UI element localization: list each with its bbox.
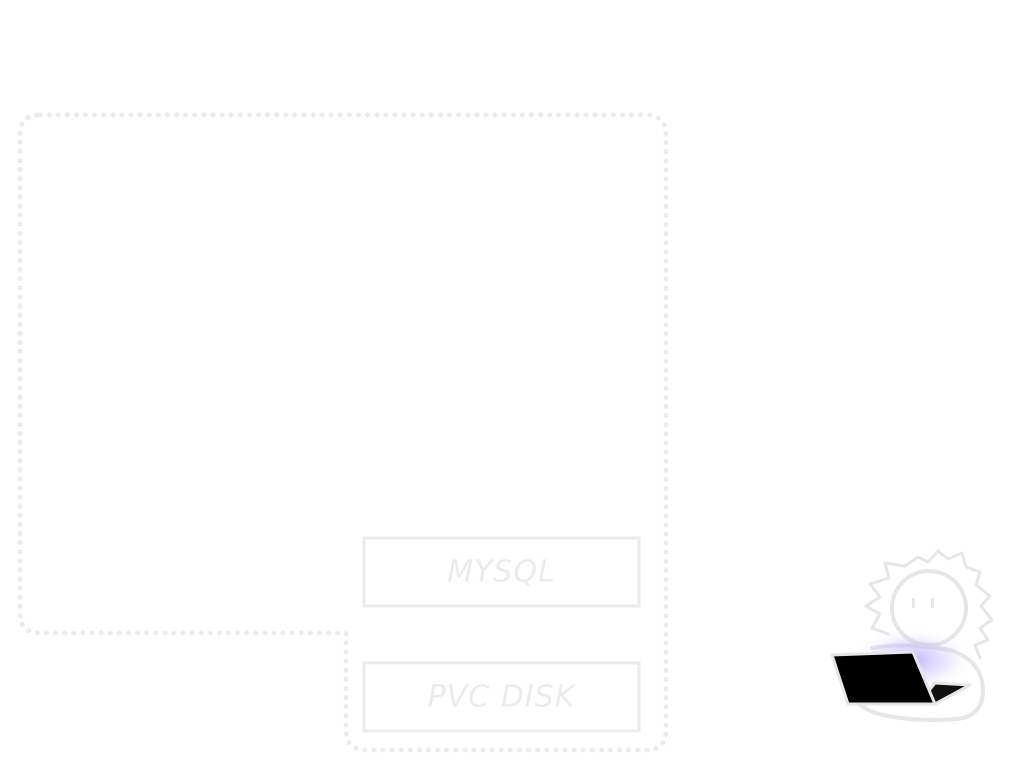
mysql-box-outline xyxy=(362,536,641,608)
cluster-boundary xyxy=(17,112,669,753)
laptop-screen xyxy=(830,650,937,706)
mysql-box: MYSQL xyxy=(362,536,641,608)
mysql-label: MYSQL xyxy=(447,555,556,590)
pvc-disk-box-outline xyxy=(362,661,641,733)
pvc-disk-label: PVC DISK xyxy=(428,680,577,715)
person-eye-right xyxy=(931,598,934,608)
person-hair xyxy=(864,549,994,660)
person-eye-left xyxy=(912,598,915,608)
pvc-disk-box: PVC DISK xyxy=(362,661,641,733)
person-with-laptop-icon xyxy=(830,549,994,722)
